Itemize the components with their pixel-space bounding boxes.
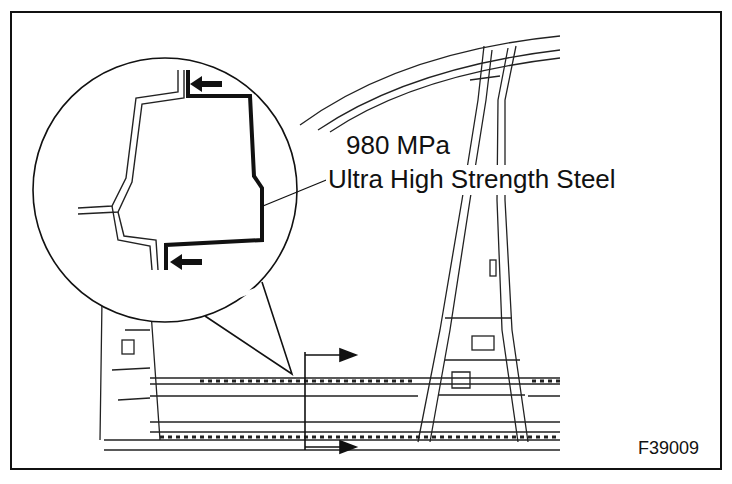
section-arrows	[305, 349, 356, 453]
material-callout: 980 MPa	[344, 131, 452, 161]
magnifier-circle	[33, 58, 297, 322]
frame	[11, 12, 721, 469]
label-box: F39009	[636, 438, 701, 459]
figure-number: F39009	[636, 438, 701, 459]
arrow-marks	[170, 76, 222, 270]
spot-welds	[160, 381, 560, 437]
material-callout: Ultra High Strength Steel	[326, 165, 618, 195]
uhss-reinforcement	[166, 70, 262, 270]
label-box: 980 MPa	[344, 131, 452, 161]
section-profile	[78, 70, 184, 270]
label-box: Ultra High Strength Steel	[326, 165, 618, 195]
